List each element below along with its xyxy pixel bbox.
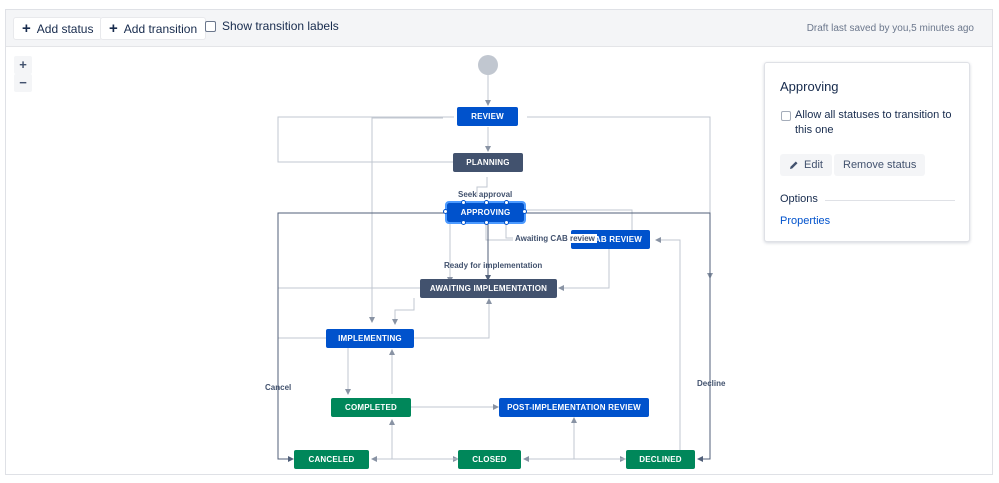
status-approving[interactable]: APPROVING (445, 201, 526, 224)
connection-handle[interactable] (484, 220, 489, 225)
allow-all-label: Allow all statuses to transition to this… (795, 109, 952, 136)
show-transition-labels-label: Show transition labels (222, 19, 339, 33)
add-transition-button[interactable]: + Add transition (100, 17, 207, 40)
start-node-icon[interactable] (478, 55, 498, 75)
panel-title: Approving (780, 79, 839, 94)
connection-handle[interactable] (522, 209, 527, 214)
connection-handle[interactable] (504, 200, 509, 205)
remove-status-button[interactable]: Remove status (834, 154, 926, 176)
status-awaiting-implementation[interactable]: AWAITING IMPLEMENTATION (420, 279, 557, 298)
transition-lines (277, 55, 713, 462)
connection-handle[interactable] (461, 220, 466, 225)
edit-button[interactable]: Edit (780, 154, 832, 176)
connection-handle[interactable] (461, 200, 466, 205)
show-transition-labels-checkbox[interactable]: Show transition labels (205, 19, 339, 33)
zoom-in-button[interactable]: + (14, 56, 32, 74)
status-properties-panel: Approving Allow all statuses to transiti… (764, 62, 970, 242)
checkbox-icon[interactable] (205, 20, 216, 32)
status-closed[interactable]: CLOSED (458, 450, 521, 469)
options-divider (825, 200, 955, 201)
status-canceled[interactable]: CANCELED (294, 450, 369, 469)
status-post-implementation-review[interactable]: POST-IMPLEMENTATION REVIEW (499, 398, 649, 417)
edit-label: Edit (804, 159, 823, 171)
transition-label-cancel[interactable]: Cancel (265, 383, 292, 392)
status-completed[interactable]: COMPLETED (331, 398, 411, 417)
add-status-label: Add status (36, 21, 94, 36)
connection-handle[interactable] (443, 209, 448, 214)
status-planning[interactable]: PLANNING (453, 153, 523, 172)
status-declined[interactable]: DECLINED (626, 450, 695, 469)
connection-handle[interactable] (504, 220, 509, 225)
plus-icon: + (109, 20, 118, 37)
connection-handle[interactable] (484, 200, 489, 205)
transition-label-decline[interactable]: Decline (697, 379, 726, 388)
draft-saved-status: Draft last saved by you,5 minutes ago (806, 23, 974, 34)
plus-icon: + (22, 20, 31, 37)
toolbar: + Add status + Add transition Show trans… (6, 10, 992, 47)
add-transition-label: Add transition (123, 21, 198, 36)
zoom-out-button[interactable]: − (14, 74, 32, 92)
status-implementing[interactable]: IMPLEMENTING (326, 329, 414, 348)
transition-label-seek-approval[interactable]: Seek approval (458, 190, 513, 199)
pencil-icon (790, 161, 798, 169)
options-heading: Options (780, 193, 818, 205)
properties-link[interactable]: Properties (780, 215, 831, 227)
allow-all-checkbox[interactable] (781, 111, 791, 121)
transition-label-awaiting-cab-review[interactable]: Awaiting CAB review (513, 234, 597, 243)
workflow-editor: + Add status + Add transition Show trans… (5, 9, 993, 475)
status-review[interactable]: REVIEW (457, 107, 518, 126)
transition-label-ready-for-implementation[interactable]: Ready for implementation (444, 261, 543, 270)
